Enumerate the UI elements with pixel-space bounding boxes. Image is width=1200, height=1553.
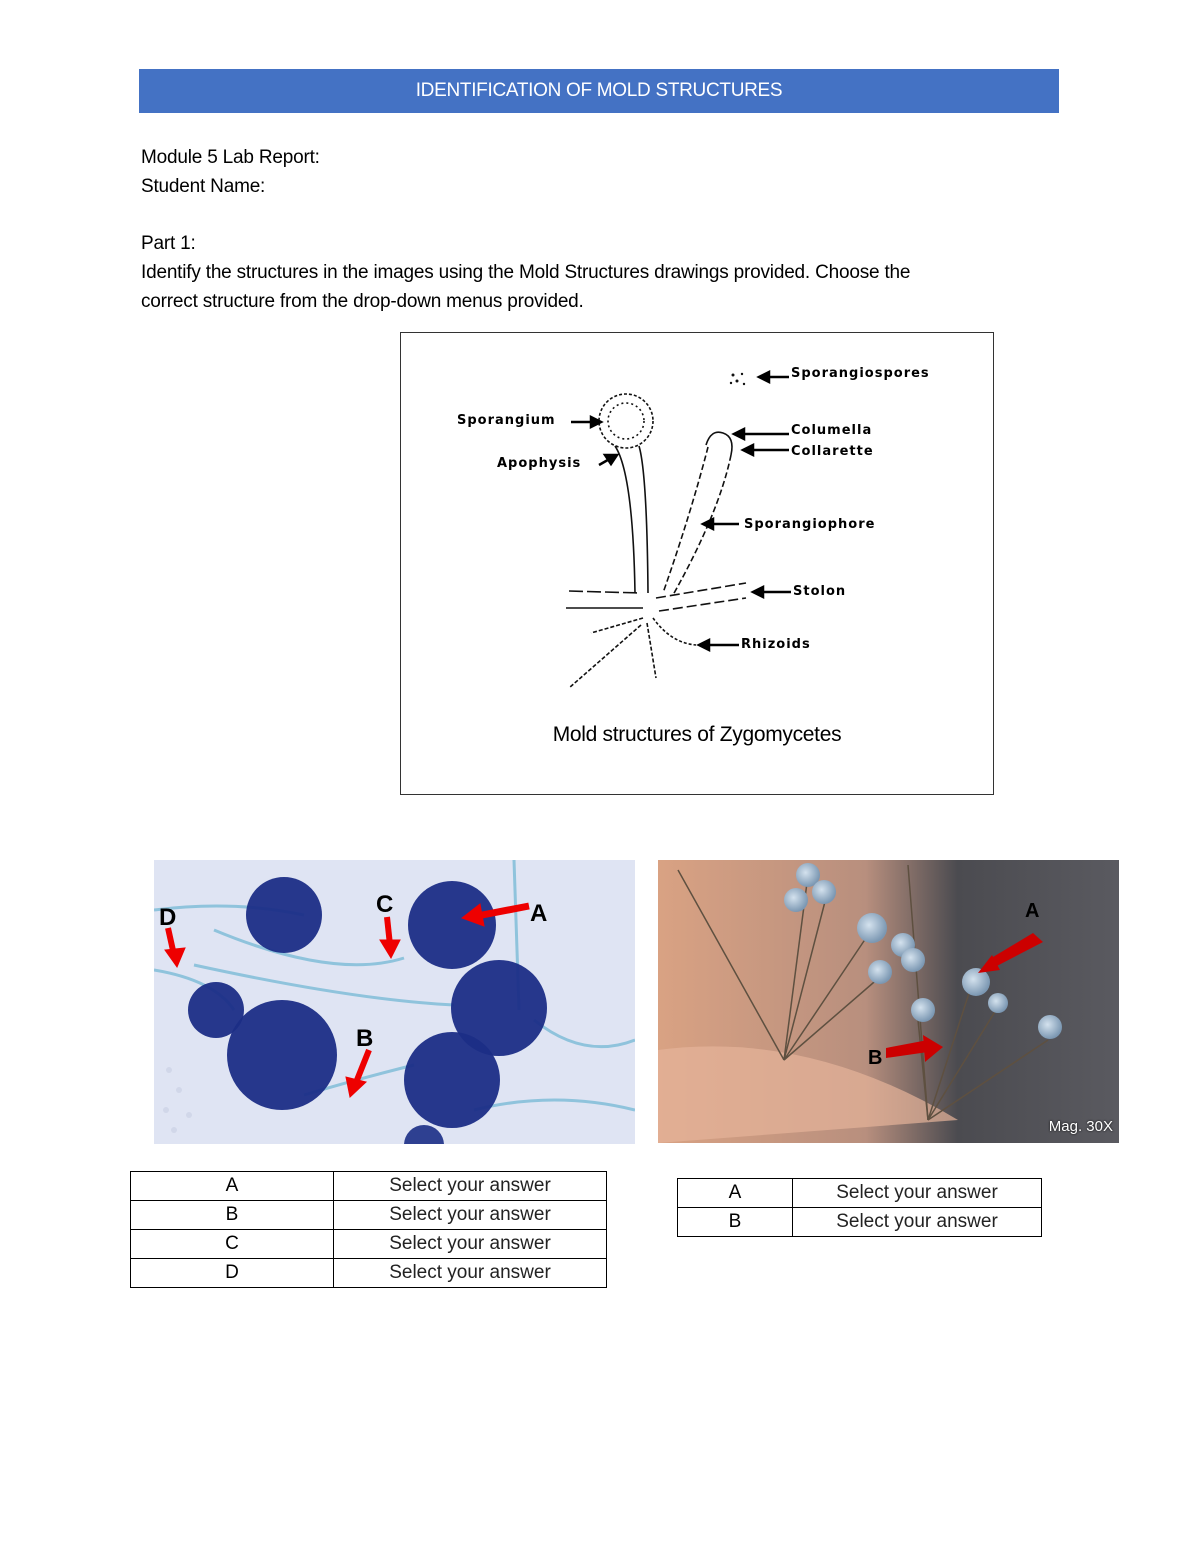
label-sporangium: Sporangium xyxy=(457,413,556,428)
answer-table-2: A Select your answer B Select your answe… xyxy=(677,1178,1042,1237)
label-rhizoids: Rhizoids xyxy=(741,637,811,652)
answer-dropdown-c[interactable]: Select your answer xyxy=(333,1229,607,1259)
table-row: B Select your answer xyxy=(130,1200,607,1230)
row-key: D xyxy=(130,1258,334,1288)
marker-a: A xyxy=(530,900,548,927)
answer-dropdown-d[interactable]: Select your answer xyxy=(333,1258,607,1288)
marker-c: C xyxy=(376,891,394,918)
zygomycete-drawing xyxy=(566,369,791,689)
page-title: IDENTIFICATION OF MOLD STRUCTURES xyxy=(415,80,783,101)
micrograph-illustration xyxy=(154,860,635,1144)
row-key: A xyxy=(677,1178,793,1208)
table-row: B Select your answer xyxy=(677,1207,1042,1237)
answer-dropdown-b[interactable]: Select your answer xyxy=(333,1200,607,1230)
macro-photo-rhizopus: A B Mag. 30X xyxy=(658,860,1119,1143)
part-label: Part 1: xyxy=(141,233,196,254)
answer-dropdown-a[interactable]: Select your answer xyxy=(333,1171,607,1201)
label-columella: Columella xyxy=(791,423,873,438)
student-name-line: Student Name: xyxy=(141,176,266,197)
macro-photo-illustration xyxy=(658,860,1119,1143)
module-line: Module 5 Lab Report: xyxy=(141,147,320,168)
micrograph-stained-aspergillus: A B C D xyxy=(154,860,635,1144)
diagram-caption: Mold structures of Zygomycetes xyxy=(552,723,842,746)
marker-b: B xyxy=(868,1047,883,1069)
mold-structures-diagram: Sporangiospores Sporangium Columella Col… xyxy=(400,332,994,795)
table-row: A Select your answer xyxy=(130,1171,607,1201)
row-key: B xyxy=(130,1200,334,1230)
magnification-label: Mag. 30X xyxy=(1048,1118,1113,1135)
label-sporangiophore: Sporangiophore xyxy=(744,517,876,532)
table-row: D Select your answer xyxy=(130,1258,607,1288)
label-sporangiospores: Sporangiospores xyxy=(791,366,930,381)
answer-dropdown-a[interactable]: Select your answer xyxy=(792,1178,1042,1208)
label-collarette: Collarette xyxy=(791,444,874,459)
table-row: A Select your answer xyxy=(677,1178,1042,1208)
marker-d: D xyxy=(159,904,177,931)
label-stolon: Stolon xyxy=(793,584,847,599)
answer-dropdown-b[interactable]: Select your answer xyxy=(792,1207,1042,1237)
answer-table-1: A Select your answer B Select your answe… xyxy=(130,1171,607,1288)
row-key: B xyxy=(677,1207,793,1237)
row-key: C xyxy=(130,1229,334,1259)
page-title-banner: IDENTIFICATION OF MOLD STRUCTURES xyxy=(139,69,1059,113)
marker-b: B xyxy=(356,1025,374,1052)
label-apophysis: Apophysis xyxy=(497,456,582,471)
marker-a: A xyxy=(1025,900,1040,922)
instructions-line-1: Identify the structures in the images us… xyxy=(141,262,911,283)
table-row: C Select your answer xyxy=(130,1229,607,1259)
instructions-line-2: correct structure from the drop-down men… xyxy=(141,291,584,312)
row-key: A xyxy=(130,1171,334,1201)
